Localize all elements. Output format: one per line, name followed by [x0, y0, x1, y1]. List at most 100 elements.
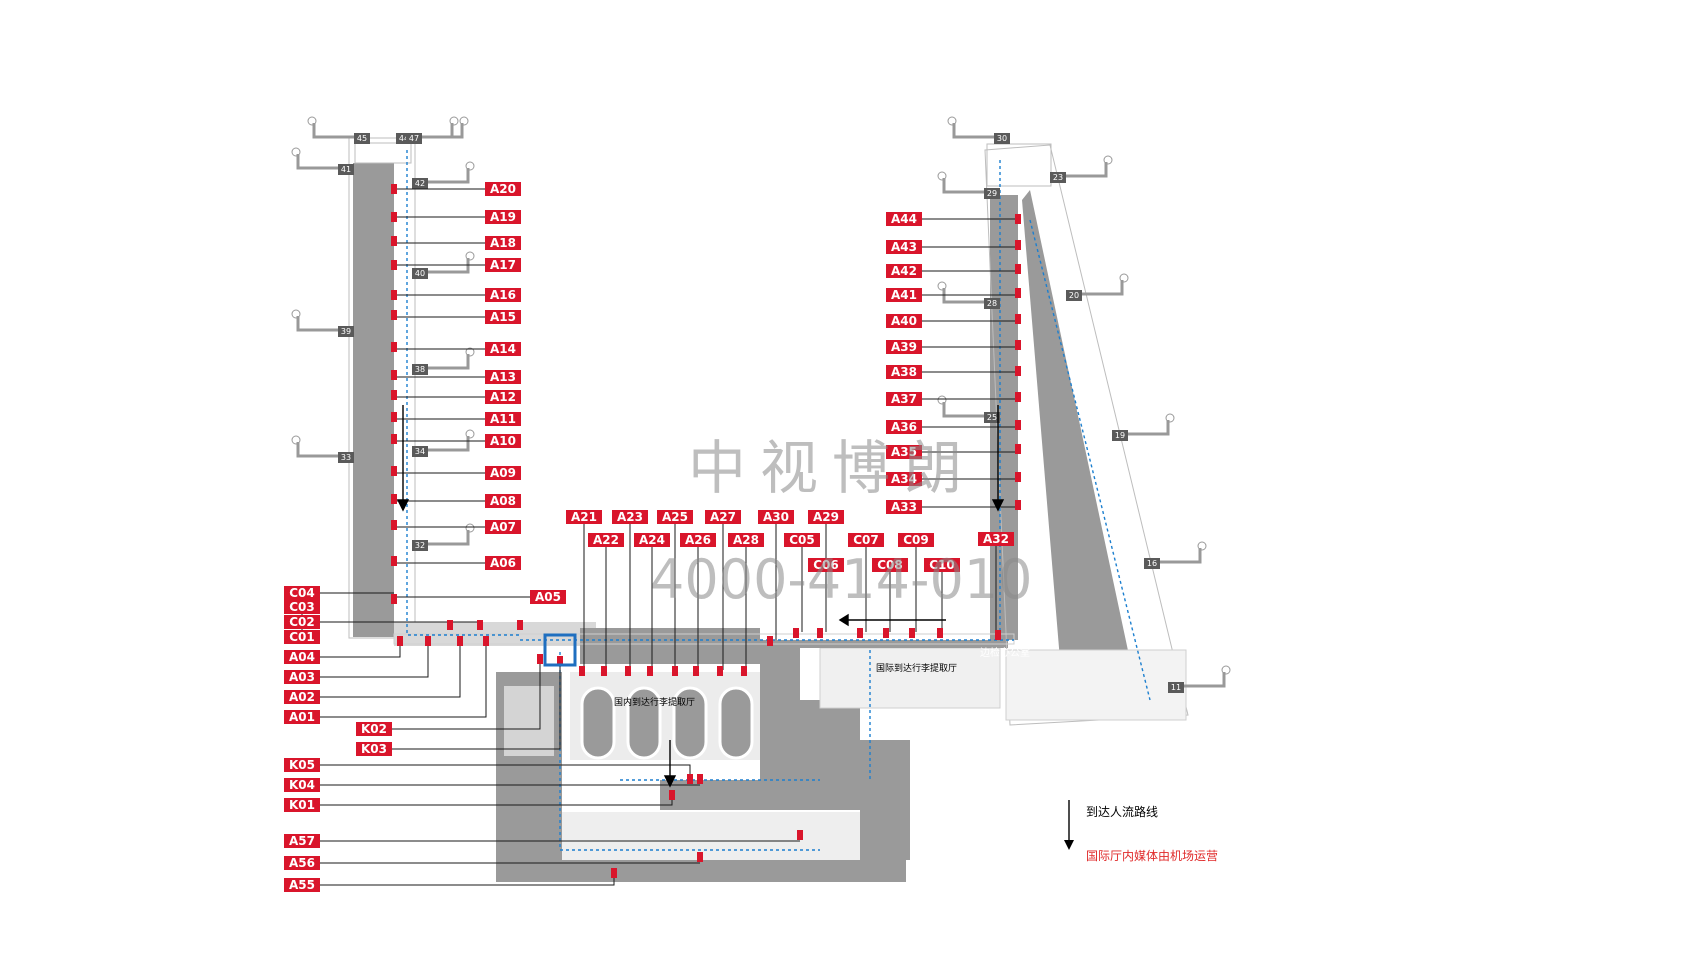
ad-tag-a11[interactable]: A11 [485, 412, 521, 426]
ad-tag-a57[interactable]: A57 [284, 834, 320, 848]
ad-tag-a22[interactable]: A22 [588, 533, 624, 547]
ad-tag-a01[interactable]: A01 [284, 710, 320, 724]
ad-tag-label: A40 [891, 314, 917, 328]
ad-tag-label: A25 [662, 510, 688, 524]
ad-tag-a38[interactable]: A38 [886, 365, 922, 379]
ad-tag-k04[interactable]: K04 [284, 778, 320, 792]
ad-tag-bg [886, 264, 922, 278]
ad-tag-label: A55 [289, 878, 315, 892]
lower-block-inner [504, 686, 554, 756]
ad-tag-label: K01 [289, 798, 315, 812]
ad-tag-c10[interactable]: C10 [924, 558, 960, 572]
ad-tag-a13[interactable]: A13 [485, 370, 521, 384]
ad-tag-a10[interactable]: A10 [485, 434, 521, 448]
ad-tags: A20A19A18A17A16A15A14A13A12A11A10A09A08A… [284, 182, 1014, 892]
ad-tag-bg [284, 878, 320, 892]
jetway-bridge [942, 288, 992, 304]
ad-tag-a18[interactable]: A18 [485, 236, 521, 250]
ad-tag-a25[interactable]: A25 [657, 510, 693, 524]
ad-tag-a17[interactable]: A17 [485, 258, 521, 272]
ad-tag-a12[interactable]: A12 [485, 390, 521, 404]
jetway-head [291, 147, 301, 157]
ad-tag-a24[interactable]: A24 [634, 533, 670, 547]
ad-tag-a55[interactable]: A55 [284, 878, 320, 892]
gate-11: 11 [1168, 665, 1231, 693]
ad-tag-a19[interactable]: A19 [485, 210, 521, 224]
ad-tag-a36[interactable]: A36 [886, 420, 922, 434]
position-bar-a36 [1015, 420, 1021, 430]
ad-tag-a43[interactable]: A43 [886, 240, 922, 254]
position-bar-a22 [601, 666, 607, 676]
ad-tag-bg [485, 466, 521, 480]
ad-tag-a37[interactable]: A37 [886, 392, 922, 406]
ad-tag-a29[interactable]: A29 [808, 510, 844, 524]
ad-tag-a35[interactable]: A35 [886, 445, 922, 459]
ad-tag-a33[interactable]: A33 [886, 500, 922, 514]
ad-tag-k03[interactable]: K03 [356, 742, 392, 756]
position-bar-a21 [579, 666, 585, 676]
gate-number-box [1112, 430, 1128, 441]
ad-tag-c01[interactable]: C01 [284, 630, 320, 644]
flow-arrowhead-center [663, 775, 677, 788]
ad-tag-k05[interactable]: K05 [284, 758, 320, 772]
ad-tag-a27[interactable]: A27 [705, 510, 741, 524]
ad-tag-c03[interactable]: C03 [284, 600, 320, 614]
leader-k02 [392, 658, 541, 730]
ad-tag-c06[interactable]: C06 [808, 558, 844, 572]
ad-tag-c07[interactable]: C07 [848, 533, 884, 547]
ad-tag-a30[interactable]: A30 [758, 510, 794, 524]
ad-tag-a34[interactable]: A34 [886, 472, 922, 486]
position-bar-a08 [391, 494, 397, 504]
ad-tag-a06[interactable]: A06 [485, 556, 521, 570]
ad-tag-bg [808, 558, 844, 572]
ad-tag-a32[interactable]: A32 [978, 532, 1014, 546]
leader-a01 [320, 640, 487, 718]
ad-tag-a56[interactable]: A56 [284, 856, 320, 870]
ad-tag-c09[interactable]: C09 [898, 533, 934, 547]
ad-tag-a44[interactable]: A44 [886, 212, 922, 226]
ad-tag-a14[interactable]: A14 [485, 342, 521, 356]
ad-tag-a23[interactable]: A23 [612, 510, 648, 524]
ad-tag-label: A15 [490, 310, 516, 324]
ad-tag-a08[interactable]: A08 [485, 494, 521, 508]
ad-tag-k02[interactable]: K02 [356, 722, 392, 736]
ad-tag-a21[interactable]: A21 [566, 510, 602, 524]
ad-tag-a02[interactable]: A02 [284, 690, 320, 704]
jetway-head [947, 116, 957, 126]
ad-tag-k01[interactable]: K01 [284, 798, 320, 812]
position-bar-a04 [397, 636, 403, 646]
position-bar-k02 [537, 654, 543, 664]
gate-29: 29 [937, 171, 1000, 199]
ad-tag-a15[interactable]: A15 [485, 310, 521, 324]
ad-tag-a09[interactable]: A09 [485, 466, 521, 480]
ad-tag-a39[interactable]: A39 [886, 340, 922, 354]
ad-tag-a16[interactable]: A16 [485, 288, 521, 302]
ad-tag-a40[interactable]: A40 [886, 314, 922, 328]
ad-tag-bg [284, 856, 320, 870]
position-bar-c02 [477, 620, 483, 630]
carousel-3 [672, 686, 708, 760]
ad-tag-a05[interactable]: A05 [530, 590, 566, 604]
ad-tag-label: K03 [361, 742, 387, 756]
ad-tag-a26[interactable]: A26 [680, 533, 716, 547]
ad-tag-bg [898, 533, 934, 547]
ad-tag-a03[interactable]: A03 [284, 670, 320, 684]
ad-tag-c02[interactable]: C02 [284, 615, 320, 629]
ad-tag-c05[interactable]: C05 [784, 533, 820, 547]
gate-40: 40 [412, 251, 475, 279]
ad-tag-c04[interactable]: C04 [284, 586, 320, 600]
jetway-head [1221, 665, 1231, 675]
ad-tag-label: A34 [891, 472, 917, 486]
ad-tag-c08[interactable]: C08 [872, 558, 908, 572]
position-bar-a02 [457, 636, 463, 646]
ad-tag-a41[interactable]: A41 [886, 288, 922, 302]
ad-tag-a42[interactable]: A42 [886, 264, 922, 278]
ad-tag-a28[interactable]: A28 [728, 533, 764, 547]
ad-tag-a04[interactable]: A04 [284, 650, 320, 664]
jetway-bridge [1152, 548, 1202, 564]
ad-tag-a07[interactable]: A07 [485, 520, 521, 534]
jetway-head [937, 395, 947, 405]
ad-tag-a20[interactable]: A20 [485, 182, 521, 196]
position-bar-c05 [793, 628, 799, 638]
